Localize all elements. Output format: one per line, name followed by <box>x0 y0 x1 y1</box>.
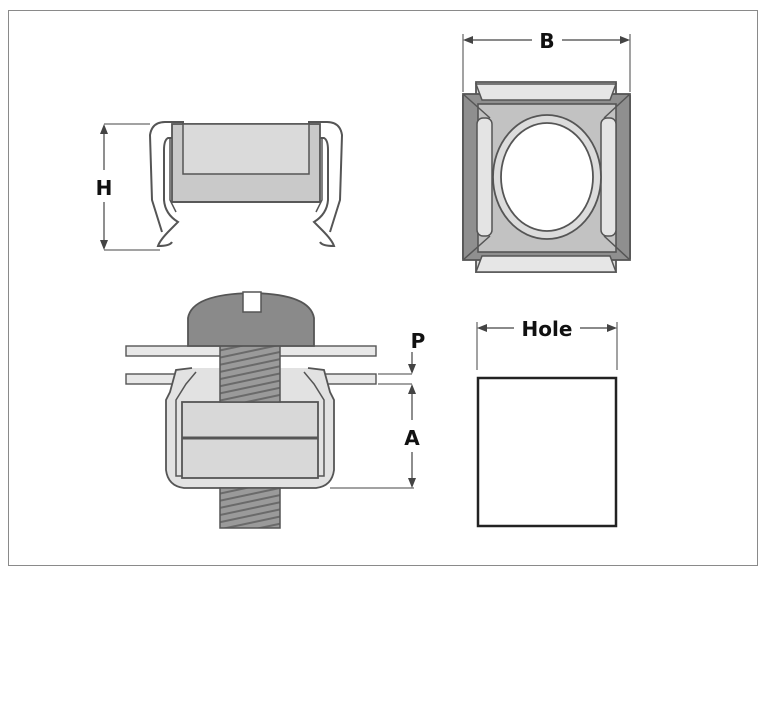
cage-nut-side-view <box>100 121 344 251</box>
dimension-hole-label: Hole <box>522 317 573 341</box>
panel-hole-view <box>476 322 618 528</box>
cage-nut-top-view <box>462 34 631 273</box>
dimension-p-label: P <box>411 329 426 353</box>
side-slot-left <box>476 117 493 237</box>
dimension-a-label: A <box>404 426 420 450</box>
clip-left-outer <box>148 121 184 248</box>
threaded-hole <box>500 122 594 232</box>
square-hole <box>476 376 618 528</box>
side-slot-right <box>600 117 617 237</box>
nut-body-assembly <box>181 401 319 479</box>
cage-nut-assembly-view <box>125 291 416 529</box>
clip-right-outer <box>308 121 344 248</box>
dimension-b-label: B <box>539 29 554 53</box>
dimension-h-label: H <box>96 176 113 200</box>
screw-shank-lower <box>219 487 281 529</box>
diagram-frame <box>8 10 758 566</box>
screw-shank-upper <box>219 343 281 403</box>
screw-slot <box>242 291 262 313</box>
